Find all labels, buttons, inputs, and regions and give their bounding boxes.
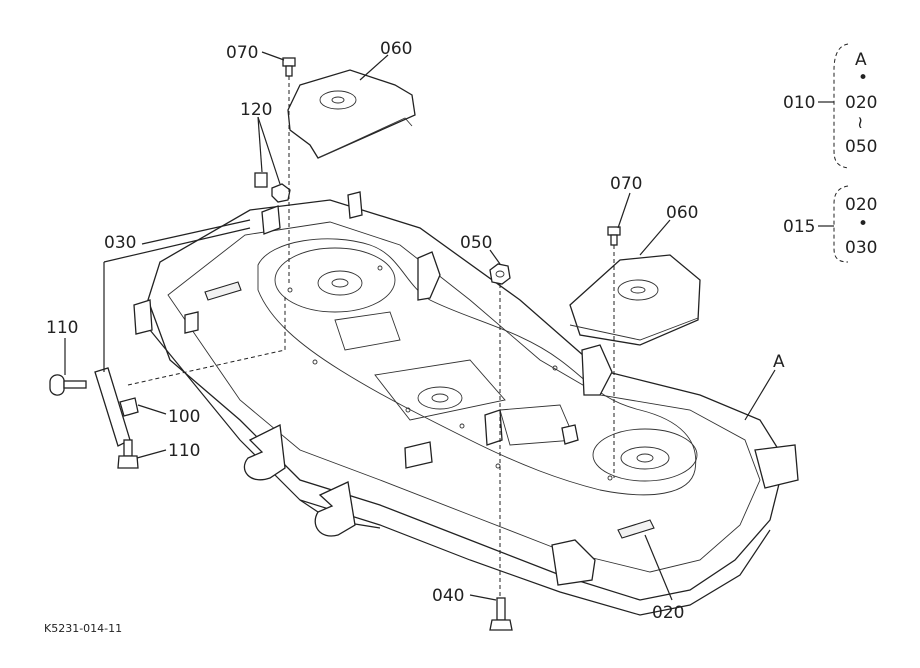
legend-010-mid: 020 [845, 93, 877, 113]
callout-060-right: 060 [666, 203, 698, 223]
callout-050: 050 [460, 233, 492, 253]
bolt-070-right [607, 226, 621, 246]
callout-100: 100 [168, 407, 200, 427]
callout-010: 010 [783, 93, 815, 113]
deck-skirt [147, 199, 786, 601]
legend-brackets [833, 43, 849, 263]
deck-top-plate [167, 221, 761, 573]
leader-lines [64, 51, 834, 601]
assembly-lines [127, 76, 615, 598]
decal-right [617, 519, 655, 539]
spindle-mount-right [592, 428, 698, 482]
callout-120: 120 [240, 100, 272, 120]
plate-100 [94, 367, 139, 447]
legend-015-dot: • [858, 214, 868, 234]
callout-070-right: 070 [610, 174, 642, 194]
spindle-mount-center [374, 359, 506, 421]
legend-015-bottom: 030 [845, 238, 877, 258]
callout-020: 020 [652, 603, 684, 623]
legend-010-bottom: 050 [845, 137, 877, 157]
legend-010-dot: • [858, 68, 868, 88]
callout-A: A [773, 352, 785, 372]
callout-110-bottom: 110 [168, 441, 200, 461]
nuts-120 [254, 172, 291, 203]
mower-deck [133, 191, 799, 616]
legend-010-tilde: ≀ [857, 113, 863, 133]
spindle-mount-left [274, 247, 396, 313]
drawing-code: K5231-014-11 [44, 622, 122, 635]
bolt-110-top [49, 374, 87, 396]
legend-010-top: A [855, 50, 867, 70]
callout-110-top: 110 [46, 318, 78, 338]
belt-cover-left [287, 69, 416, 159]
callout-030: 030 [104, 233, 136, 253]
belt-cover-right [569, 254, 701, 346]
bolt-110-bottom [117, 439, 139, 469]
decal-left [204, 281, 242, 301]
bolt-040 [489, 597, 513, 631]
legend-015-top: 020 [845, 195, 877, 215]
callout-060-left: 060 [380, 39, 412, 59]
callout-070-left: 070 [226, 43, 258, 63]
bolt-070-left [282, 57, 296, 77]
callout-015: 015 [783, 217, 815, 237]
nut-050 [489, 263, 511, 285]
callout-040: 040 [432, 586, 464, 606]
